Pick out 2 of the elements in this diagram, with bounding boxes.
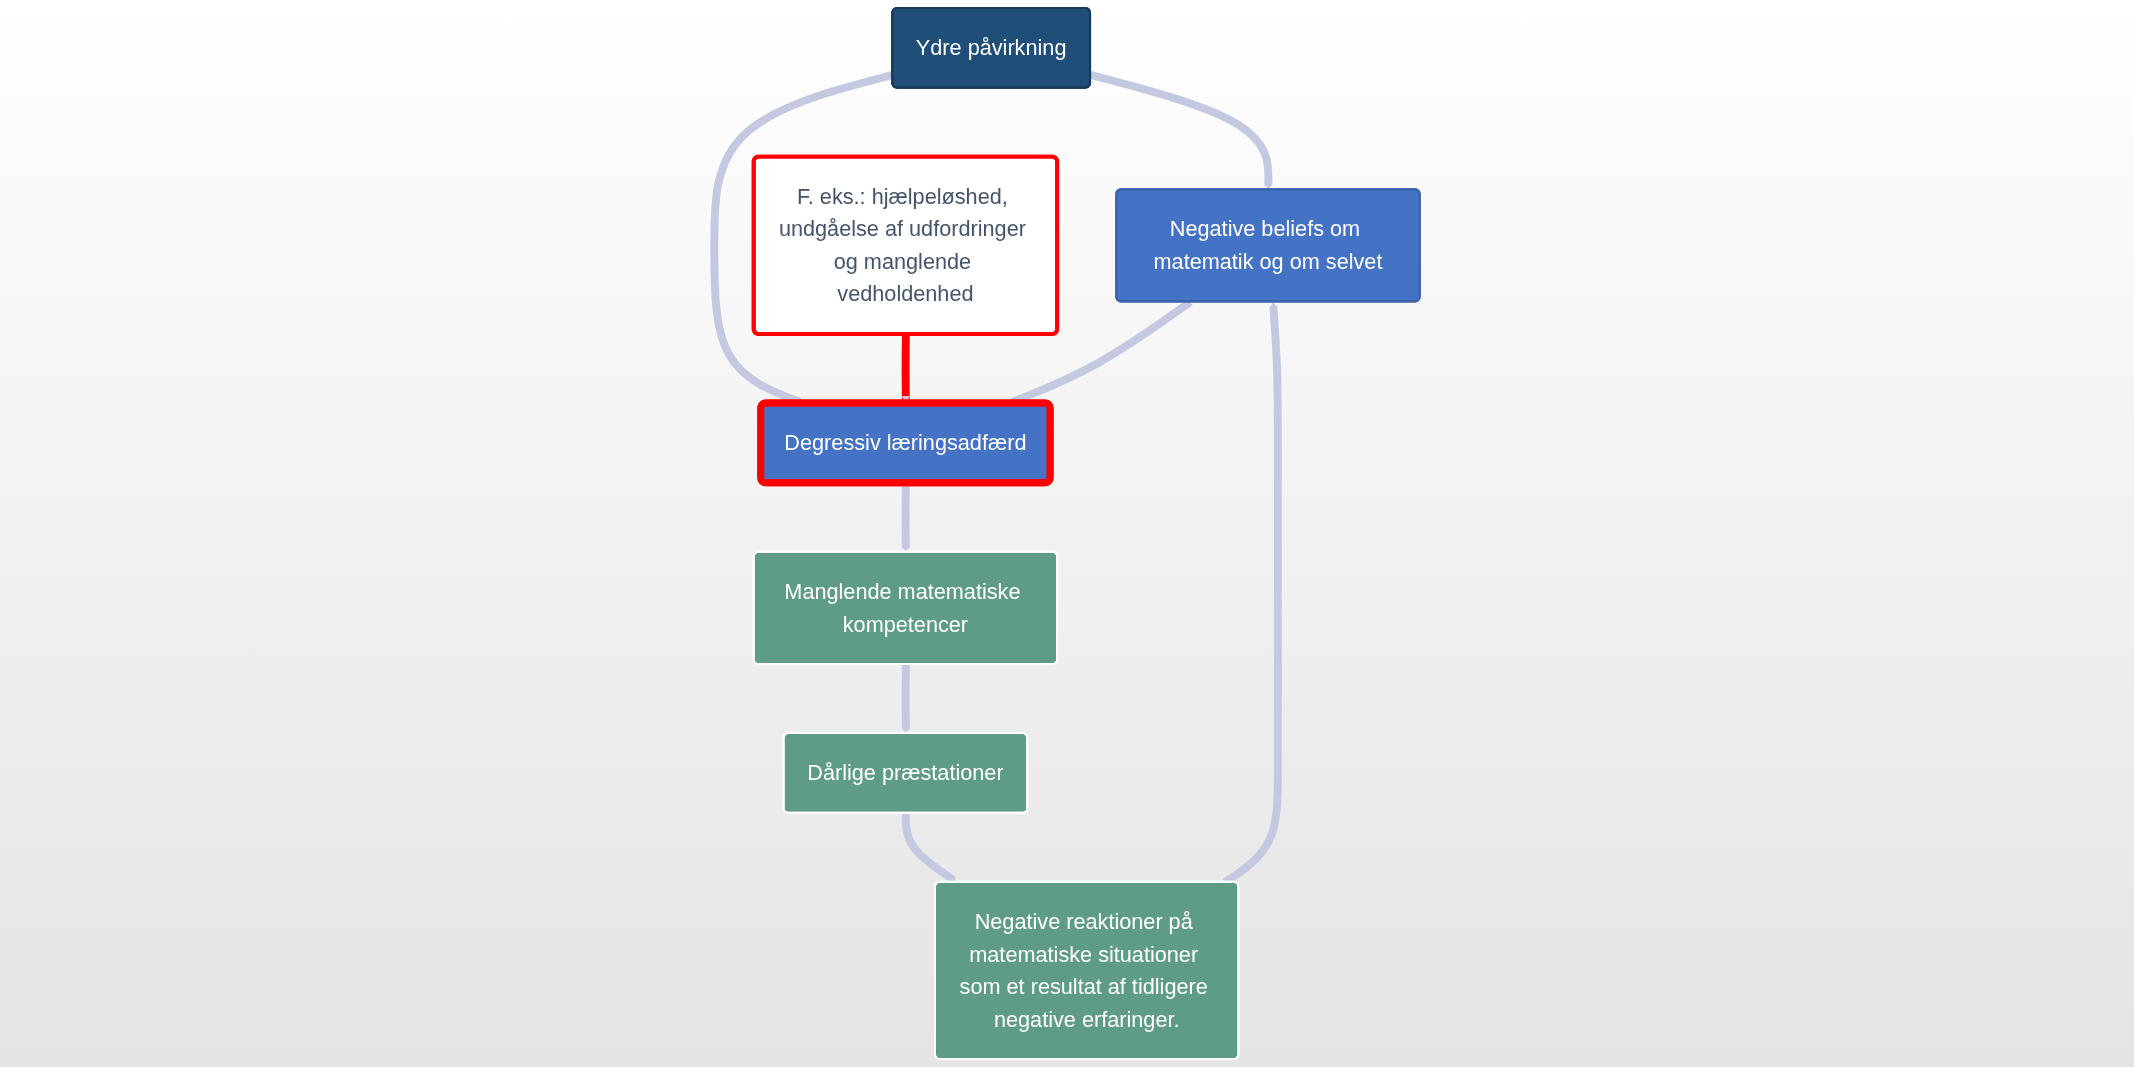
arrow — [901, 664, 911, 734]
arrow — [901, 483, 911, 553]
